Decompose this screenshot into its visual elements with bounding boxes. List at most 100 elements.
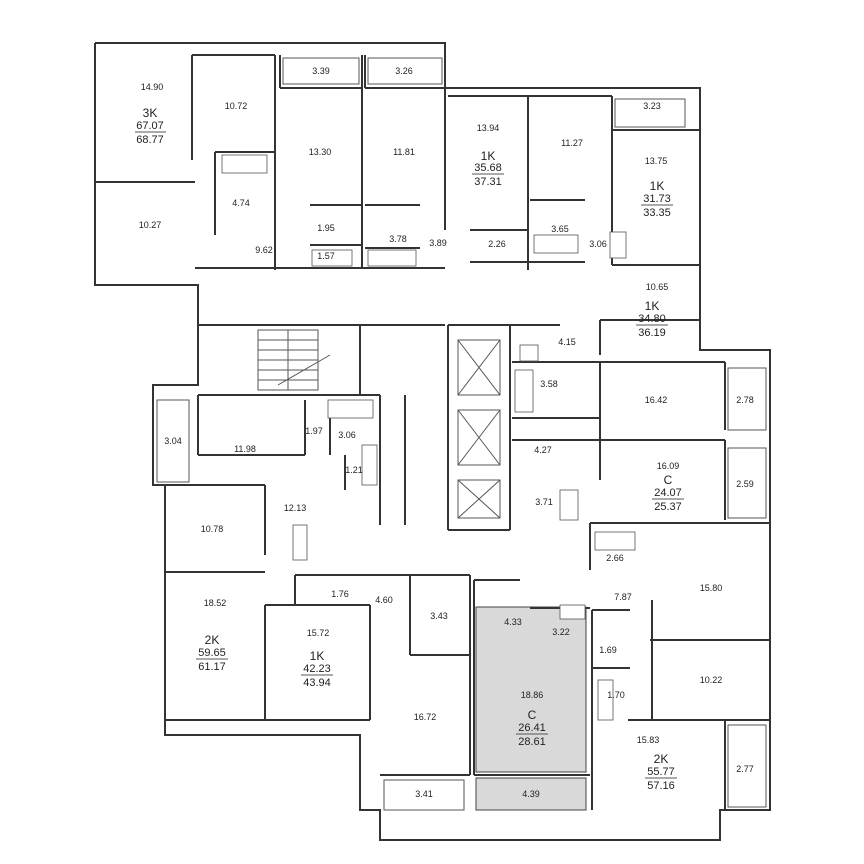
highlighted-balcony [475,777,587,811]
room-area: 3.65 [551,224,569,234]
room-area: 14.90 [141,82,164,92]
room-area: 3.43 [430,611,448,621]
apt-total-area: 28.61 [518,736,546,748]
room-area: 7.87 [614,592,632,602]
room-area: 3.39 [312,66,330,76]
fixtures [221,154,636,721]
room-area: 1.70 [607,690,625,700]
room-area: 10.22 [700,675,723,685]
room-area: 3.71 [535,497,553,507]
room-area: 10.27 [139,220,162,230]
apt-living-area: 34.80 [638,313,666,325]
room-area: 11.27 [561,138,583,148]
apt-type-label: 2K [205,633,220,647]
room-area: 9.62 [255,245,273,255]
apt-living-area: 26.41 [518,722,546,734]
apt-living-area: 59.65 [198,647,226,659]
apt-total-area: 33.35 [643,207,671,219]
room-area: 2.26 [488,239,506,249]
room-area: 15.80 [700,583,723,593]
room-area: 3.78 [389,234,407,244]
room-area: 4.74 [232,198,250,208]
room-area: 1.95 [317,223,335,233]
room-area: 1.21 [345,465,363,475]
room-area: 3.04 [164,436,182,446]
apt-total-area: 57.16 [647,780,675,792]
room-area: 3.89 [429,238,447,248]
room-area: 2.59 [736,479,754,489]
room-area: 18.86 [521,690,544,700]
apt-total-area: 25.37 [654,501,682,513]
apartment-1k-c: 1K 34.80 36.19 [636,299,668,339]
apartment-c-a: C 24.07 25.37 [652,473,684,513]
room-area: 2.66 [606,553,624,563]
room-area: 10.78 [201,524,224,534]
elevators [457,339,501,519]
apt-total-area: 43.94 [303,677,331,689]
outer-walls [94,42,771,841]
room-area: 1.57 [317,251,335,261]
apt-type-label: 1K [481,149,496,163]
apartment-1k-a: 1K 35.68 37.31 [472,149,504,188]
room-area: 2.78 [736,395,754,405]
apt-type-label: C [664,473,673,487]
room-area: 3.06 [589,239,607,249]
room-area: 16.42 [645,395,668,405]
apt-total-area: 37.31 [474,176,502,188]
apt-total-area: 61.17 [198,661,226,673]
room-area: 3.58 [540,379,558,389]
room-area: 13.75 [645,156,668,166]
room-area: 10.65 [646,282,669,292]
room-area-labels: 14.90 10.72 3.39 3.26 13.30 11.81 13.94 … [139,66,754,799]
room-area: 16.72 [414,712,437,722]
apt-type-label: 1K [310,649,325,663]
highlighted-apartment-c [475,606,587,773]
apartment-1k-b: 1K 31.73 33.35 [641,179,673,219]
room-area: 15.72 [307,628,330,638]
apt-living-area: 42.23 [303,663,331,675]
apt-type-label: 3K [143,106,158,120]
apt-living-area: 35.68 [474,162,502,174]
balconies [156,57,767,811]
room-area: 11.81 [393,147,415,157]
apartment-2k-a: 2K 59.65 61.17 [196,633,228,673]
apt-living-area: 67.07 [136,120,164,132]
room-area: 2.77 [736,764,754,774]
apartment-2k-b: 2K 55.77 57.16 [645,752,677,792]
room-area: 13.94 [477,123,500,133]
apartment-3k: 3K 67.07 68.77 [135,106,166,146]
apartment-c-b: C 26.41 28.61 [516,708,548,748]
room-area: 3.41 [415,789,433,799]
room-area: 4.33 [504,617,522,627]
apt-type-label: 1K [650,179,665,193]
room-area: 15.83 [637,735,660,745]
apartment-1k-d: 1K 42.23 43.94 [301,649,333,689]
apt-type-label: C [528,708,537,722]
room-area: 4.27 [534,445,552,455]
room-area: 3.23 [643,101,661,111]
room-area: 11.98 [234,444,256,454]
room-area: 18.52 [204,598,227,608]
apt-living-area: 55.77 [647,766,675,778]
room-area: 12.13 [284,503,307,513]
interior-walls [95,54,770,810]
apt-living-area: 24.07 [654,487,682,499]
room-area: 4.39 [522,789,540,799]
apt-living-area: 31.73 [643,193,671,205]
apt-type-label: 2K [654,752,669,766]
apt-total-area: 36.19 [638,327,666,339]
room-area: 3.26 [395,66,413,76]
room-area: 1.76 [331,589,349,599]
room-area: 4.60 [375,595,393,605]
stairwell [257,329,331,391]
room-area: 1.69 [599,645,617,655]
room-area: 3.22 [552,627,570,637]
room-area: 16.09 [657,461,680,471]
room-area: 13.30 [309,147,332,157]
room-area: 1.97 [305,426,323,436]
room-area: 4.15 [558,337,576,347]
apt-total-area: 68.77 [136,134,164,146]
apt-type-label: 1K [645,299,660,313]
room-area: 3.06 [338,430,356,440]
